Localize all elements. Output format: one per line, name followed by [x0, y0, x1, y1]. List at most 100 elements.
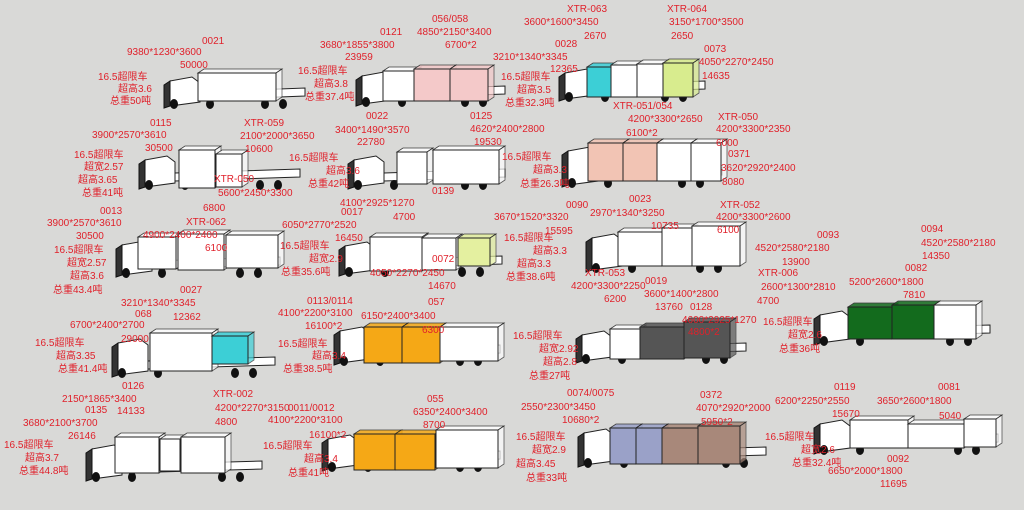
cargo-label: 0028 — [555, 39, 578, 50]
cargo-label: 6150*2400*3400 — [361, 311, 436, 322]
truck-group-g3 — [558, 58, 706, 102]
cargo-label: 4200*3300*2600 — [716, 212, 791, 223]
cargo-box — [691, 225, 741, 267]
cargo-top — [368, 232, 430, 238]
cargo-label: 2100*2000*3650 — [240, 131, 315, 142]
cargo-label: 3650*2600*1800 — [877, 396, 952, 407]
cargo-label: 总重32.4吨 — [792, 458, 842, 469]
wheel — [170, 99, 178, 109]
cargo-label: 14635 — [702, 71, 730, 82]
cargo-side — [739, 221, 747, 267]
cargo-top — [932, 300, 984, 306]
truck-group-g11 — [111, 328, 276, 378]
cargo-label: 16.5超限车 — [4, 440, 54, 451]
cargo-label: 5950*2 — [701, 417, 733, 428]
cargo-box — [639, 326, 685, 360]
cargo-label: 16.5超限车 — [516, 432, 566, 443]
cargo-label: 超高3.35 — [56, 351, 96, 362]
wheel — [820, 445, 828, 455]
cargo-label: 总重41吨 — [288, 468, 330, 479]
cargo-top — [148, 328, 220, 334]
cargo-box — [215, 153, 243, 188]
cargo-label: 超宽2.92 — [539, 344, 579, 355]
truck-group-g2 — [355, 64, 506, 107]
cargo-label: 5040 — [939, 411, 962, 422]
cargo-box — [907, 423, 965, 449]
truck-group-g10 — [813, 300, 991, 346]
cargo-label: 6300 — [422, 325, 445, 336]
wheel — [231, 368, 239, 378]
truck-group-g12 — [333, 322, 506, 366]
cargo-label: XTR-006 — [758, 268, 799, 279]
cargo-label: 4700 — [393, 212, 416, 223]
cargo-label: 0017 — [341, 207, 364, 218]
cab-front — [558, 72, 566, 102]
cargo-label: 总重26.3吨 — [520, 179, 570, 190]
wheel — [118, 368, 126, 378]
cargo-label: 超宽2.9 — [309, 254, 343, 265]
cargo-label: 16.5超限车 — [289, 153, 339, 164]
cargo-label: 4200*3300*2650 — [628, 114, 703, 125]
cargo-box — [178, 149, 216, 189]
cargo-label: 5600*2450*3300 — [218, 188, 293, 199]
cargo-label: 6350*2400*3400 — [413, 407, 488, 418]
cab-front — [813, 314, 821, 346]
cargo-label: 2150*1865*3400 — [62, 394, 137, 405]
wheel — [92, 472, 100, 482]
cargo-label: 超高3.3 — [533, 165, 567, 176]
cargo-box — [211, 335, 249, 365]
cargo-label: 0072 — [432, 254, 455, 265]
cargo-label: 29000 — [121, 334, 149, 345]
truck-group-g16 — [577, 421, 767, 468]
cargo-label: 19530 — [474, 137, 502, 148]
cargo-label: 10680*2 — [562, 415, 600, 426]
cab-front — [333, 330, 341, 366]
cargo-label: 4600*2925*1270 — [682, 315, 757, 326]
wheel — [820, 336, 828, 346]
cab-front — [347, 159, 355, 190]
cargo-box — [457, 237, 491, 267]
cargo-side — [224, 432, 232, 474]
cargo-box — [137, 236, 177, 270]
cargo-label: 16.5超限车 — [74, 150, 124, 161]
wheel — [236, 472, 244, 482]
cargo-label: 4620*2400*2800 — [470, 124, 545, 135]
cargo-label: 4200*2270*3150 — [215, 403, 290, 414]
cargo-label: 4700 — [757, 296, 780, 307]
cargo-label: 6100*2 — [626, 128, 658, 139]
cargo-label: 0135 — [85, 405, 108, 416]
cargo-box — [636, 63, 664, 98]
wheel — [218, 472, 226, 482]
cargo-label: 15595 — [545, 226, 573, 237]
truck-group-g15 — [321, 425, 506, 472]
cargo-label: 12362 — [173, 312, 201, 323]
cargo-top — [113, 432, 167, 438]
cargo-label: 16.5超限车 — [278, 339, 328, 350]
cargo-label: 16.5超限车 — [513, 331, 563, 342]
cargo-label: 2650 — [671, 31, 694, 42]
cargo-label: 6200 — [604, 294, 627, 305]
cargo-box — [697, 425, 741, 465]
cargo-box — [114, 436, 160, 474]
wheel — [362, 97, 370, 107]
cargo-label: 3210*1340*3345 — [493, 52, 568, 63]
cargo-label: 22780 — [357, 137, 385, 148]
cargo-top — [448, 64, 496, 70]
cargo-box — [177, 233, 225, 271]
cargo-box — [586, 66, 612, 98]
cargo-label: 8700 — [423, 420, 446, 431]
cargo-label: 3150*1700*3500 — [669, 17, 744, 28]
cargo-label: 6800 — [203, 203, 226, 214]
cargo-box — [394, 433, 436, 471]
cargo-box — [197, 72, 277, 102]
cargo-label: 16.5超限车 — [765, 432, 815, 443]
wheel — [254, 268, 262, 278]
cargo-label: 4520*2580*2180 — [755, 243, 830, 254]
cargo-label: 超高3.6 — [326, 166, 360, 177]
cargo-box — [656, 142, 692, 182]
cargo-label: XTR-064 — [667, 4, 708, 15]
cargo-side — [247, 331, 255, 365]
cargo-label: 0073 — [704, 44, 727, 55]
truck-group-g4 — [138, 145, 301, 190]
cargo-top — [177, 145, 223, 151]
